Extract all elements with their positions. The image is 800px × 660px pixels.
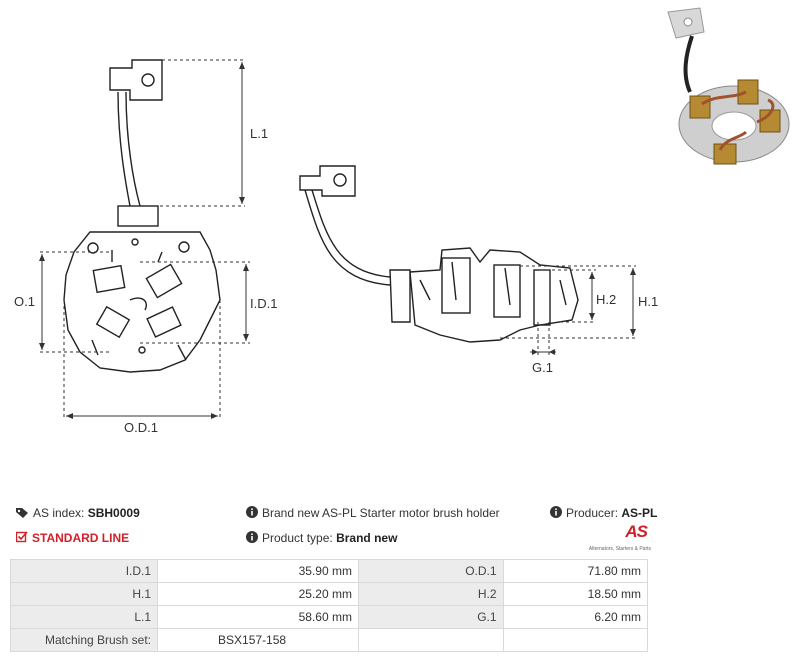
producer: Producer: AS-PL (550, 506, 657, 521)
spec-label: H.2 (357, 582, 504, 606)
label-h2: H.2 (596, 292, 616, 307)
brush-holder-side-body (389, 269, 411, 323)
spec-value: 58.60 mm (157, 605, 359, 629)
label-h1: H.1 (638, 294, 658, 309)
label-od1: O.D.1 (124, 420, 158, 435)
logo-text: AS (625, 522, 648, 541)
terminal-tab-right (299, 165, 356, 197)
info-icon (550, 506, 562, 521)
spec-label: Matching Brush set: (9, 628, 159, 652)
brush-plate-outline (63, 231, 221, 373)
label-l1: L.1 (250, 126, 268, 141)
as-index: AS index: SBH0009 (16, 506, 140, 521)
spec-value: 71.80 mm (502, 559, 649, 583)
spec-label: L.1 (9, 605, 159, 629)
label-g1: G.1 (532, 360, 553, 375)
product-type-value: Brand new (336, 531, 398, 545)
product-type-label: Product type: (262, 531, 333, 545)
standard-line-text: STANDARD LINE (32, 531, 130, 545)
spec-label (357, 628, 504, 652)
table-row: Matching Brush set: BSX157-158 (9, 628, 649, 652)
info-icon (246, 531, 258, 546)
spec-value (502, 628, 649, 652)
as-index-value: SBH0009 (87, 506, 140, 520)
label-o1: O.1 (14, 294, 35, 309)
label-id1: I.D.1 (250, 296, 277, 311)
matching-brush-set-link[interactable]: BSX157-158 (157, 628, 359, 652)
spec-label: G.1 (357, 605, 504, 629)
as-pl-logo: AS Alternators, Starters & Parts (585, 522, 651, 556)
info-icon (246, 506, 258, 521)
spec-label: I.D.1 (9, 559, 159, 583)
spec-label: H.1 (9, 582, 159, 606)
table-row: L.1 58.60 mm G.1 6.20 mm (9, 605, 649, 629)
tag-icon (16, 507, 29, 521)
spec-value: 6.20 mm (502, 605, 649, 629)
product-photo (662, 4, 798, 174)
description: Brand new AS-PL Starter motor brush hold… (246, 506, 500, 521)
checkbox-icon (15, 531, 28, 546)
description-text: Brand new AS-PL Starter motor brush hold… (262, 506, 500, 520)
spec-value: 25.20 mm (157, 582, 359, 606)
spec-value: 35.90 mm (157, 559, 359, 583)
standard-line: STANDARD LINE (15, 531, 130, 546)
spec-label: O.D.1 (357, 559, 504, 583)
logo-subtext: Alternators, Starters & Parts (588, 546, 651, 552)
spec-value: 18.50 mm (502, 582, 649, 606)
lead-wire-right (304, 189, 391, 286)
terminal-tab-left (109, 59, 163, 101)
as-index-label: AS index: (33, 506, 85, 520)
table-row: I.D.1 35.90 mm O.D.1 71.80 mm (9, 559, 649, 583)
specs-table: I.D.1 35.90 mm O.D.1 71.80 mm H.1 25.20 … (9, 559, 649, 652)
lead-wire-left (117, 91, 141, 207)
producer-label: Producer: (566, 506, 619, 520)
technical-drawing: L.1 O.1 I.D.1 O.D.1 H.2 H.1 G.1 (14, 59, 658, 435)
producer-value: AS-PL (621, 506, 658, 520)
product-type: Product type: Brand new (246, 531, 397, 546)
table-row: H.1 25.20 mm H.2 18.50 mm (9, 582, 649, 606)
